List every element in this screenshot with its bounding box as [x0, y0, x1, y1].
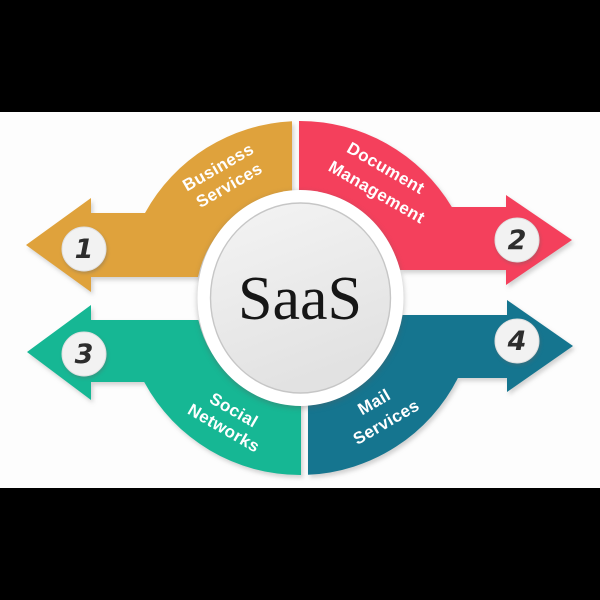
center-circle-group: SaaS — [197, 190, 404, 406]
badge-number-2: 2 — [508, 225, 527, 256]
badge-number-4: 4 — [507, 326, 527, 357]
diagram-canvas: SaaS Business Services Document Manageme… — [0, 112, 600, 488]
badge-circle-1 — [61, 226, 107, 272]
bottom-letterbox-bar — [0, 488, 600, 600]
number-badges: 1 2 3 4 — [61, 217, 540, 377]
badge-circle-2 — [494, 217, 540, 263]
saas-diagram: SaaS Business Services Document Manageme… — [26, 120, 573, 476]
top-letterbox-bar — [0, 0, 600, 112]
badge-circle-3 — [61, 331, 107, 377]
badge-circle-4 — [494, 318, 540, 364]
center-gray-disc — [209, 202, 392, 394]
badge-number-3: 3 — [75, 339, 94, 370]
badge-number-1: 1 — [75, 234, 94, 265]
center-label: SaaS — [238, 265, 362, 333]
